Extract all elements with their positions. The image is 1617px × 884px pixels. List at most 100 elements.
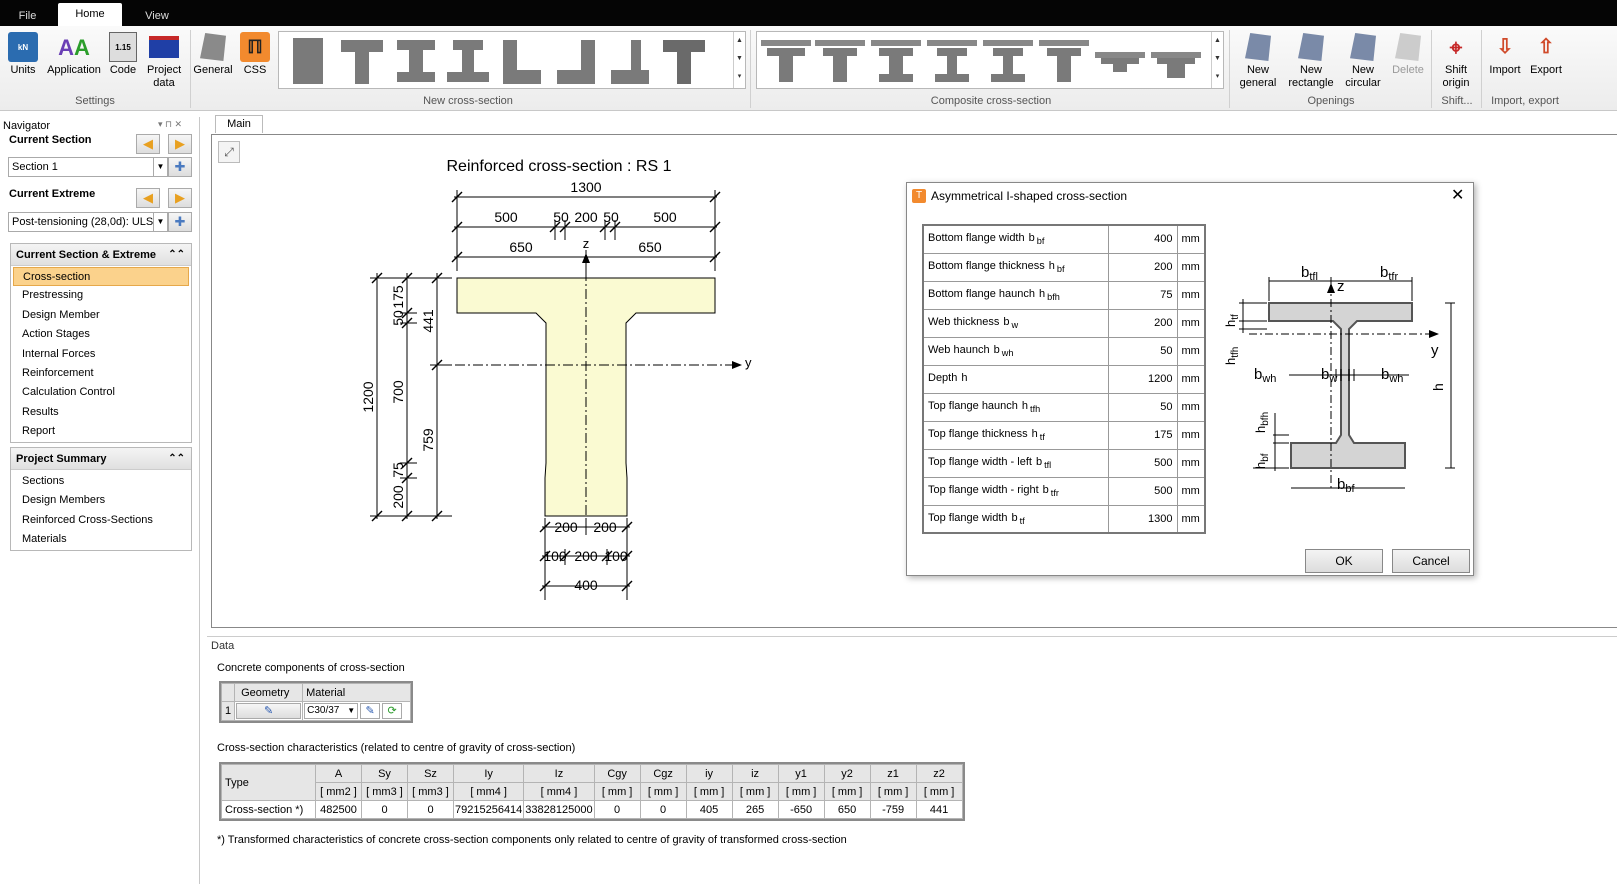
pin-icon[interactable]: ▾ ⊓ ✕	[158, 119, 183, 129]
data-pane-title: Data	[211, 640, 235, 652]
composite-i2-icon[interactable]	[927, 36, 977, 86]
nav-item-action-stages[interactable]: Action Stages	[22, 328, 90, 341]
composite-slab-icon[interactable]	[1095, 36, 1145, 86]
dim-label: 200	[390, 485, 406, 509]
refresh-material-button[interactable]: ⟳	[382, 703, 403, 719]
data-pane: Data Concrete components of cross-sectio…	[207, 636, 1617, 884]
composite-slab2-icon[interactable]	[1151, 36, 1201, 86]
add-section-button[interactable]: ✚	[168, 157, 192, 177]
close-icon[interactable]: ✕	[1451, 187, 1465, 204]
shift-origin-label: Shift origin	[1442, 64, 1470, 89]
inverted-l-shape-icon[interactable]	[607, 36, 653, 86]
nav-item-design-members[interactable]: Design Members	[22, 494, 106, 507]
new-cross-section-group-label: New cross-section	[423, 95, 513, 107]
nav-item-cross-section[interactable]: Cross-section	[13, 267, 189, 287]
t-flange-shape-icon[interactable]	[661, 36, 707, 86]
svg-text:bw: bw	[1321, 366, 1337, 385]
nav-item-materials[interactable]: Materials	[22, 533, 67, 546]
composite-i3-icon[interactable]	[983, 36, 1033, 86]
composite-t2-icon[interactable]	[815, 36, 865, 86]
new-circular-button[interactable]: New circular	[1340, 32, 1386, 90]
fit-view-icon[interactable]: ⤢	[218, 141, 240, 163]
parameter-value-input[interactable]: 75	[1107, 280, 1178, 310]
parameter-value-input[interactable]: 400	[1107, 224, 1178, 254]
next-extreme-button[interactable]: ▶	[168, 188, 192, 208]
material-select[interactable]: C30/37▼	[304, 703, 359, 719]
new-cross-section-gallery[interactable]: ▲▼▾	[278, 31, 746, 89]
general-button[interactable]: General	[193, 32, 233, 77]
gallery-scroll[interactable]: ▲▼▾	[1211, 32, 1223, 88]
nav-item-reinforced-cross-sections[interactable]: Reinforced Cross-Sections	[22, 513, 153, 526]
nav-item-internal-forces[interactable]: Internal Forces	[22, 347, 96, 360]
rectangle-shape-icon[interactable]	[285, 36, 331, 86]
composite-i-icon[interactable]	[871, 36, 921, 86]
nav-item-reinforcement[interactable]: Reinforcement	[22, 366, 94, 379]
parameter-value-input[interactable]: 50	[1107, 392, 1178, 422]
project-data-button[interactable]: Project data	[144, 32, 184, 90]
chevron-down-icon: ▼	[153, 158, 167, 176]
parameter-value-input[interactable]: 200	[1107, 252, 1178, 282]
l-shape-icon[interactable]	[499, 36, 545, 86]
parameter-value-input[interactable]: 1200	[1107, 364, 1178, 394]
composite-cross-section-gallery[interactable]: ▲▼▾	[756, 31, 1224, 89]
collapse-icon[interactable]: ⌃⌃	[168, 453, 185, 464]
gallery-scroll[interactable]: ▲▼▾	[733, 32, 745, 88]
parameter-value-input[interactable]: 500	[1107, 476, 1178, 506]
add-extreme-button[interactable]: ✚	[168, 212, 192, 232]
composite-t3-icon[interactable]	[1039, 36, 1089, 86]
nav-item-report[interactable]: Report	[22, 425, 56, 438]
import-button[interactable]: ⇩ Import	[1486, 32, 1524, 77]
new-rectangle-button[interactable]: New rectangle	[1284, 32, 1338, 90]
reverse-l-shape-icon[interactable]	[553, 36, 599, 86]
edit-material-button[interactable]: ✎	[360, 703, 381, 719]
tab-view[interactable]: View	[145, 10, 169, 22]
collapse-icon[interactable]: ⌃⌃	[168, 249, 185, 260]
composite-t-icon[interactable]	[761, 36, 811, 86]
parameter-value-input[interactable]: 1300	[1107, 504, 1178, 534]
delete-button[interactable]: Delete	[1388, 32, 1428, 77]
code-button[interactable]: 1.15 Code	[106, 32, 140, 77]
parameter-value-input[interactable]: 500	[1107, 448, 1178, 478]
separator	[190, 30, 191, 108]
tab-home[interactable]: Home	[58, 3, 122, 26]
tab-main[interactable]: Main	[215, 115, 263, 133]
current-extreme-select[interactable]: Post-tensioning (28,0d): ULS▼	[8, 212, 168, 232]
dim-label: 700	[390, 380, 406, 404]
export-button[interactable]: ⇧ Export	[1526, 32, 1566, 77]
edit-geometry-button[interactable]: ✎	[236, 703, 302, 719]
nav-item-prestressing[interactable]: Prestressing	[22, 289, 84, 302]
i-shape-icon[interactable]	[393, 36, 439, 86]
current-section-select[interactable]: Section 1▼	[8, 157, 168, 177]
nav-item-calculation-control[interactable]: Calculation Control	[22, 386, 115, 399]
t-shape-icon[interactable]	[339, 36, 385, 86]
next-section-button[interactable]: ▶	[168, 134, 192, 154]
previous-section-button[interactable]: ◀	[136, 134, 160, 154]
panel-header[interactable]: Project Summary⌃⌃	[11, 448, 191, 470]
parameter-value-input[interactable]: 50	[1107, 336, 1178, 366]
parameter-value-input[interactable]: 175	[1107, 420, 1178, 450]
nav-item-results[interactable]: Results	[22, 405, 59, 418]
table-cell: -759	[869, 800, 917, 819]
nav-item-design-member[interactable]: Design Member	[22, 308, 100, 321]
previous-extreme-button[interactable]: ◀	[136, 188, 160, 208]
nav-item-sections[interactable]: Sections	[22, 475, 65, 487]
cancel-button[interactable]: Cancel	[1392, 549, 1470, 573]
parameter-subscript: tfl	[1044, 460, 1052, 471]
panel-header[interactable]: Current Section & Extreme⌃⌃	[11, 244, 191, 266]
parameter-symbol: b	[1028, 232, 1035, 245]
ok-button[interactable]: OK	[1305, 549, 1383, 573]
tab-file[interactable]: File	[18, 10, 37, 22]
parameter-value-input[interactable]: 200	[1107, 308, 1178, 338]
units-button[interactable]: kN Units	[6, 32, 40, 77]
new-general-button[interactable]: New general	[1233, 32, 1283, 90]
asym-i-shape-icon[interactable]	[445, 36, 491, 86]
parameter-symbol: b	[1003, 315, 1010, 328]
shift-origin-button[interactable]: ⌖ Shift origin	[1434, 32, 1478, 90]
project-data-label: Project data	[147, 64, 182, 89]
shift-group-label: Shift...	[1441, 95, 1473, 107]
css-button[interactable]: ℿ CSS	[237, 32, 273, 77]
